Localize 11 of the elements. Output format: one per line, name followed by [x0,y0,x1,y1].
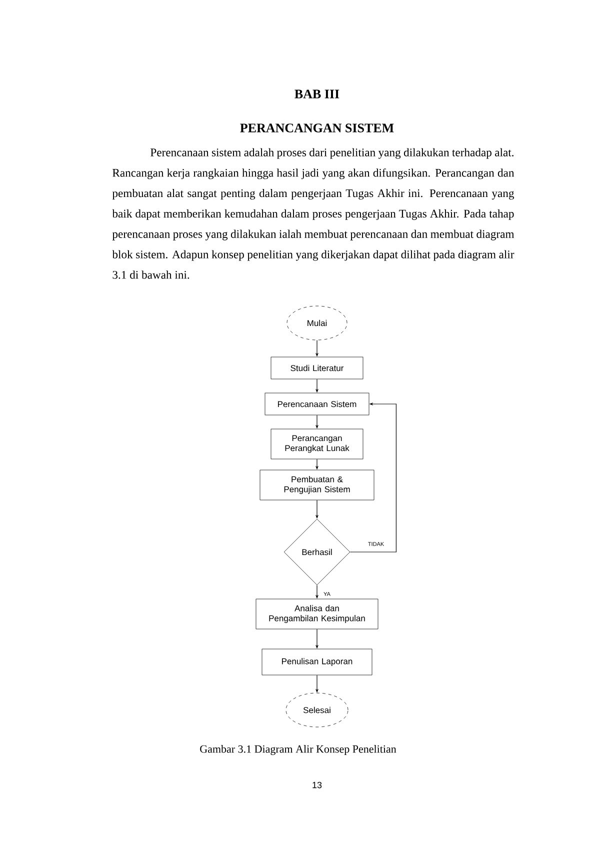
process-box: Perencanaan Sistem [264,392,370,416]
process-box: Analisa dan Pengambilan Kesimpulan [256,598,378,630]
process-box: Penulisan Laporan [262,648,372,676]
page-number: 13 [312,782,322,788]
section-heading: PERANCANGAN SISTEM [240,124,394,132]
body-paragraph: Perencanaan sistem adalah proses dari penelitian yang dilakukan terhadap alat. Rancangan kerja rangkaian hingga hasil jadi yang akan difungsikan. Perancangan dan pembuatan alat sangat penting dalam pengerjaan Tugas Akhir ini. Perencanaan yang baik dapat memberikan kemudahan dalam proses pengerjaan Tugas Akhir. Pada tahap perencanaan proses yang dilakukan ialah membuat perencanaan dan membuat diagram blok sistem. Adapun konsep penelitian yang dikerjakan dapat dilihat pada diagram alir 3.1 di bawah ini. [112,148,514,279]
chapter-title: BAB III [294,90,340,98]
figure-caption: Gambar 3.1 Diagram Alir Konsep Penelitian [200,745,396,755]
process-box: Pembuatan & Pengujian Sistem [260,470,374,500]
process-box: Studi Literatur [270,356,364,380]
process-box: Perancangan Perangkat Lunak [270,428,364,460]
